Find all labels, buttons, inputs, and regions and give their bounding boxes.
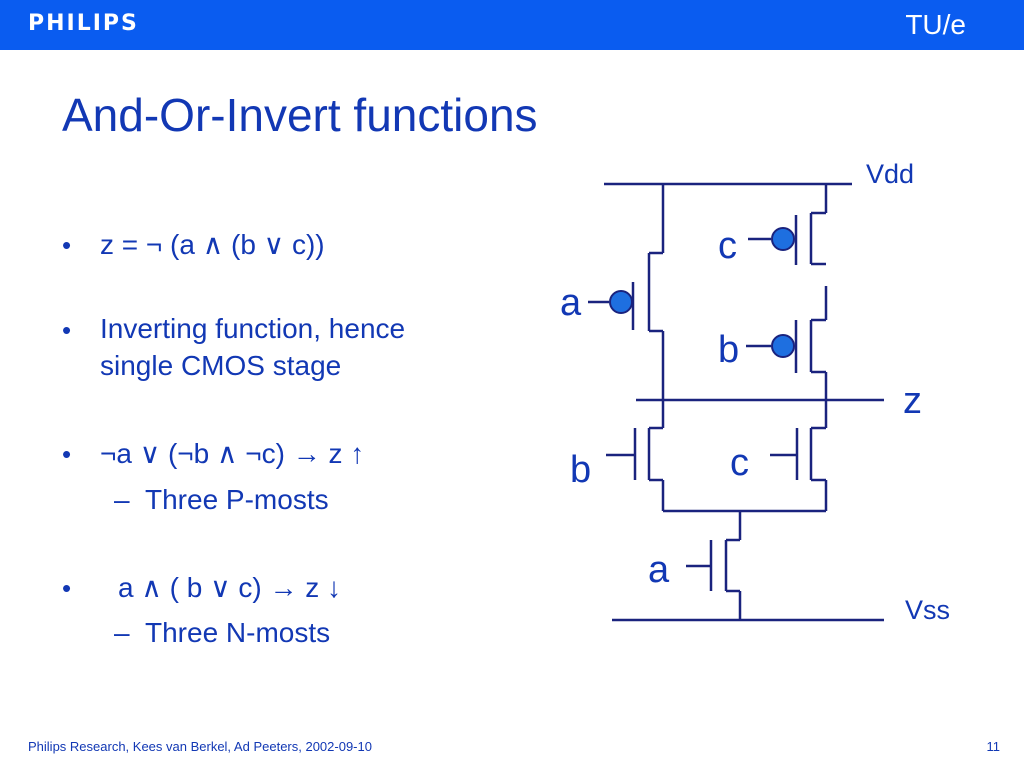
slide-title: And-Or-Invert functions [62, 89, 538, 141]
nmos-a-label: a [648, 549, 670, 591]
nmos-c-label: c [730, 442, 749, 484]
bullet-marker: • [62, 315, 72, 345]
bullet-list: • z = ¬ (a ∧ (b ∨ c)) • Inverting functi… [0, 0, 560, 700]
bullet-inverting-line1: Inverting function, hence [100, 313, 406, 344]
pmos-b-bubble-icon [771, 334, 795, 358]
pmos-a-bubble-icon [609, 290, 633, 314]
bullet-formula: z = ¬ (a ∧ (b ∨ c)) [100, 229, 325, 260]
header-bar: PHILIPS TU/e [0, 0, 1024, 50]
tue-logo: TU/e [905, 9, 966, 40]
output-label: z [903, 380, 922, 422]
footer-credit: Philips Research, Kees van Berkel, Ad Pe… [28, 739, 372, 754]
page-number: 11 [986, 739, 1001, 754]
inversion-bubbles [609, 227, 795, 358]
nmos-b-label: b [570, 449, 591, 491]
sub-bullet-nmos: Three N-mosts [145, 617, 331, 648]
circuit-wires [588, 182, 884, 622]
pmos-c-label: c [718, 225, 737, 267]
sub-bullet-pmos: Three P-mosts [145, 484, 329, 515]
philips-logo: PHILIPS [28, 11, 139, 36]
bullet-nmos-expression: a ∧ ( b ∨ c) → z ↓ [118, 572, 342, 603]
vdd-label: Vdd [866, 159, 914, 189]
bullet-marker: • [62, 439, 72, 469]
bullet-inverting-line2: single CMOS stage [100, 350, 342, 381]
pmos-b-label: b [718, 329, 739, 371]
vss-label: Vss [905, 595, 950, 625]
pmos-c-bubble-icon [771, 227, 795, 251]
bullet-marker: • [62, 230, 72, 260]
pmos-a-label: a [560, 282, 582, 324]
dash-marker: – [114, 484, 130, 515]
dash-marker: – [114, 617, 130, 648]
bullet-pmos-expression: ¬a ∨ (¬b ∧ ¬c) → z ↑ [100, 438, 365, 469]
bullet-marker: • [62, 573, 72, 603]
